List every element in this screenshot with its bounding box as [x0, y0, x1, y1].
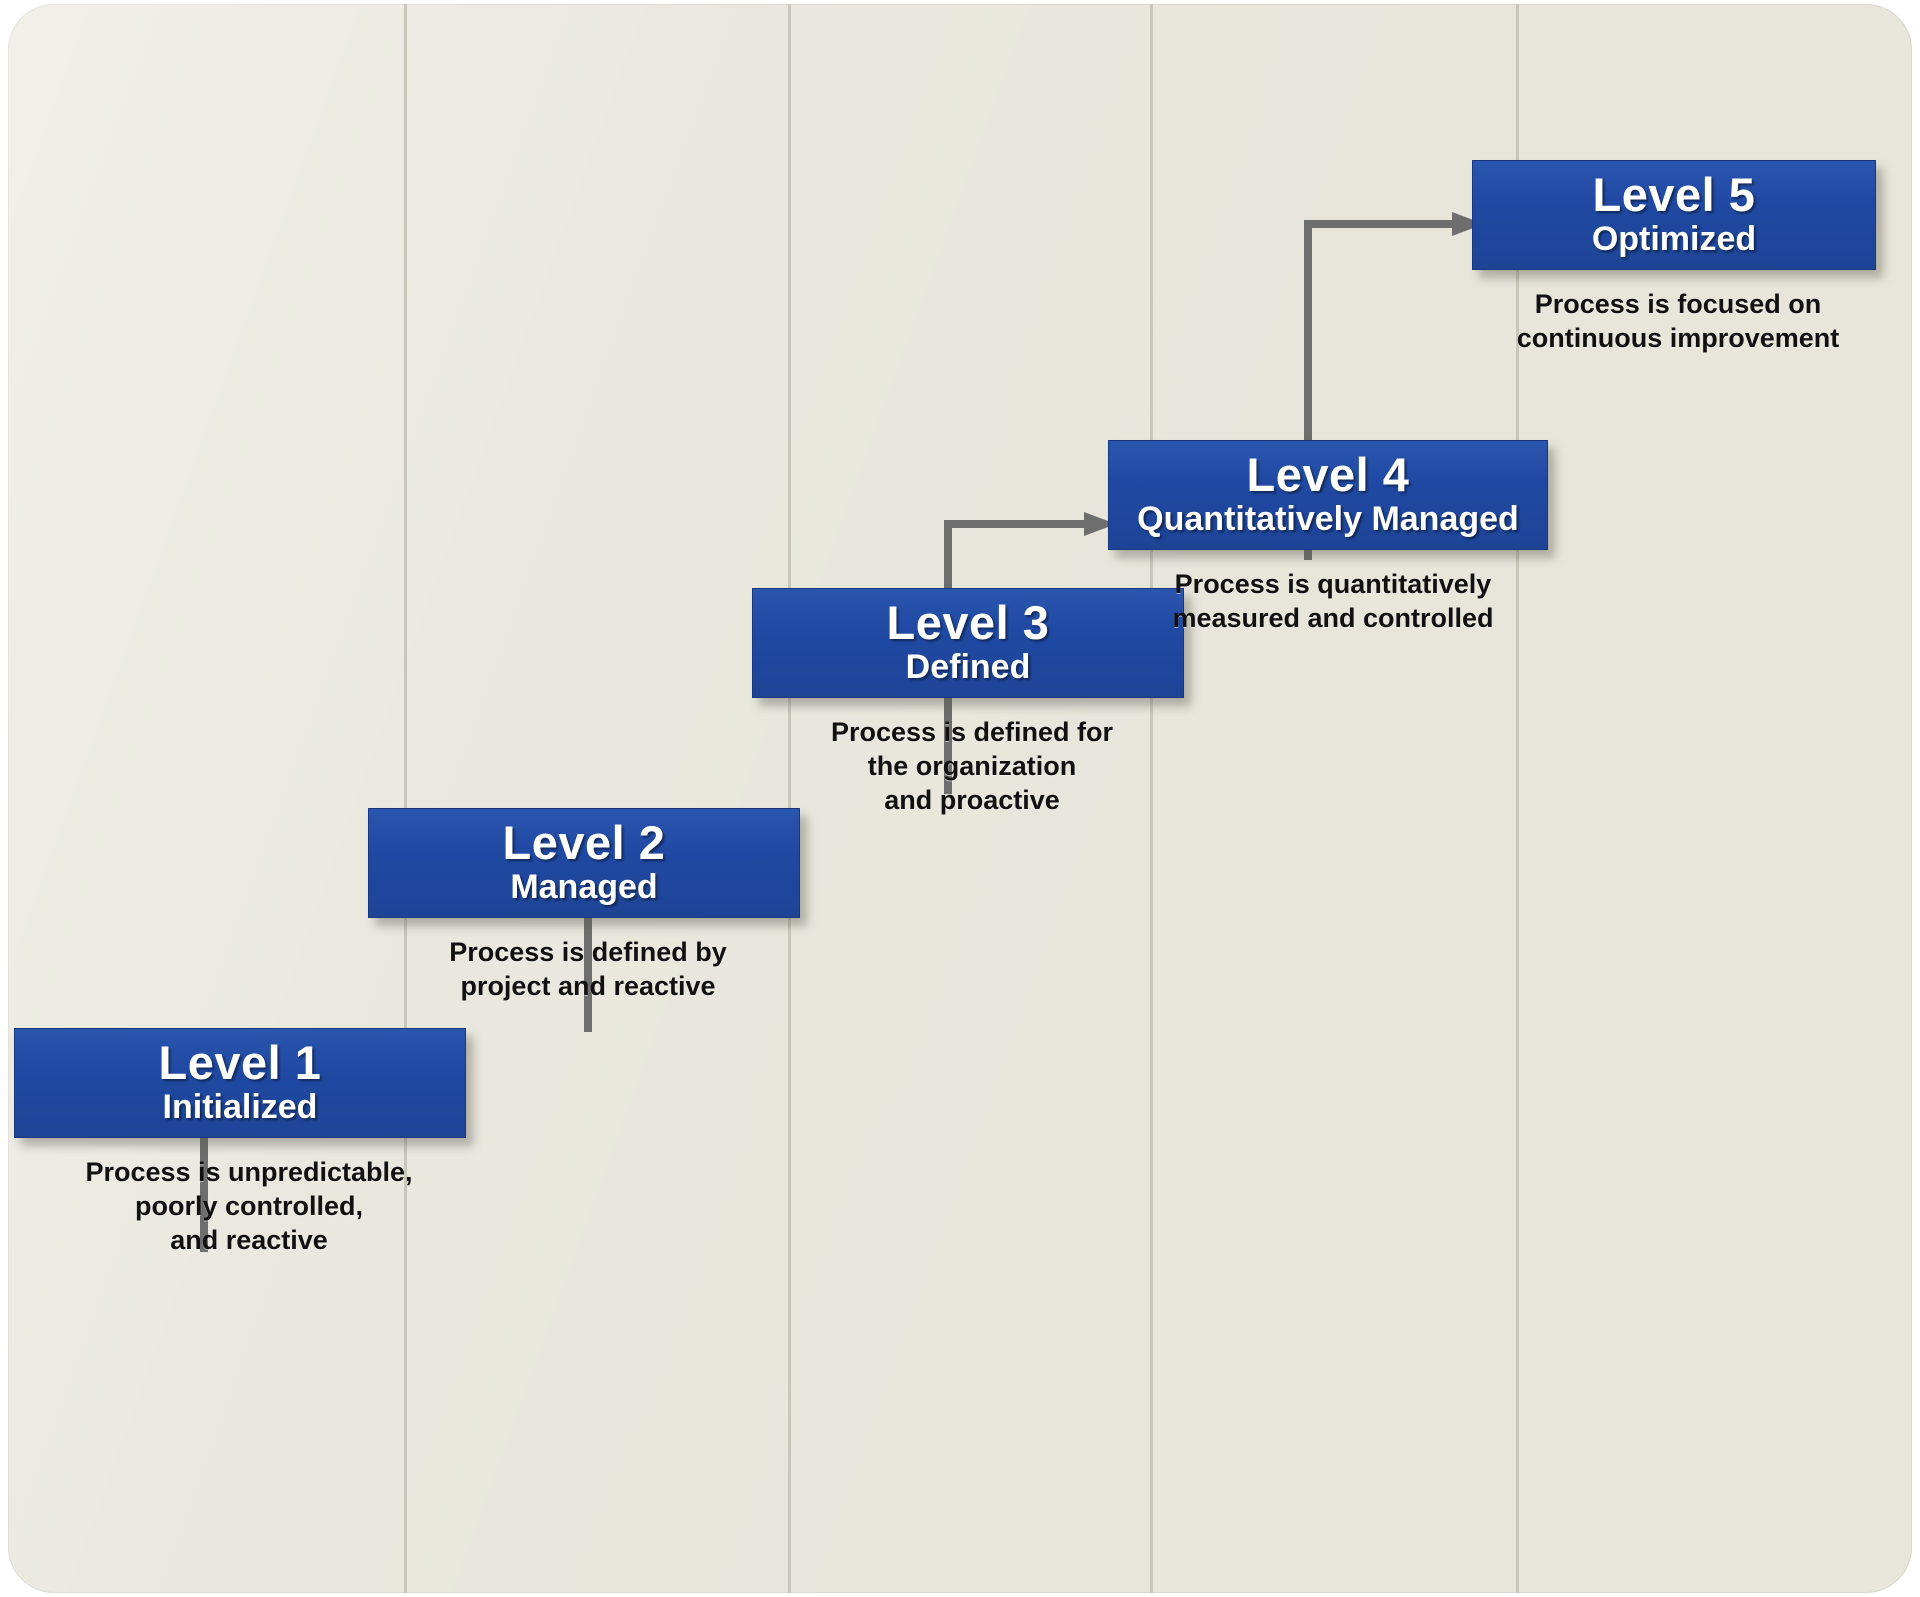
level-group-3[interactable]: Level 3 Defined Process is defined for t…	[752, 588, 1192, 817]
level-2-subtitle: Managed	[510, 867, 658, 906]
level-3-title: Level 3	[886, 596, 1050, 649]
level-1-title: Level 1	[158, 1036, 322, 1089]
level-4-box[interactable]: Level 4 Quantitatively Managed	[1108, 440, 1548, 550]
arrow-level3-to-level4	[940, 512, 1120, 798]
column-divider-4	[1516, 4, 1519, 1593]
level-4-caption: Process is quantitatively measured and c…	[1172, 569, 1494, 634]
column-divider-2	[788, 4, 791, 1593]
level-5-box[interactable]: Level 5 Optimized	[1472, 160, 1876, 270]
level-5-caption: Process is focused on continuous improve…	[1516, 289, 1840, 354]
level-2-caption: Process is defined by project and reacti…	[449, 937, 727, 1002]
level-group-4[interactable]: Level 4 Quantitatively Managed Process i…	[1108, 440, 1558, 635]
level-3-caption: Process is defined for the organization …	[830, 717, 1114, 816]
level-5-subtitle: Optimized	[1591, 219, 1757, 258]
level-4-subtitle: Quantitatively Managed	[1137, 499, 1519, 538]
level-3-box[interactable]: Level 3 Defined	[752, 588, 1184, 698]
level-2-title: Level 2	[502, 816, 666, 869]
level-1-box[interactable]: Level 1 Initialized	[14, 1028, 466, 1138]
level-5-title: Level 5	[1592, 168, 1756, 221]
column-divider-3	[1150, 4, 1153, 1593]
level-1-caption: Process is unpredictable, poorly control…	[85, 1157, 413, 1256]
level-2-box[interactable]: Level 2 Managed	[368, 808, 800, 918]
level-group-1[interactable]: Level 1 Initialized Process is unpredict…	[14, 1028, 484, 1257]
level-group-2[interactable]: Level 2 Managed Process is defined by pr…	[368, 808, 808, 1003]
level-group-5[interactable]: Level 5 Optimized Process is focused on …	[1472, 160, 1884, 355]
level-3-subtitle: Defined	[905, 647, 1031, 686]
column-divider-1	[404, 4, 407, 1593]
level-1-subtitle: Initialized	[162, 1087, 318, 1126]
level-4-title: Level 4	[1246, 448, 1410, 501]
